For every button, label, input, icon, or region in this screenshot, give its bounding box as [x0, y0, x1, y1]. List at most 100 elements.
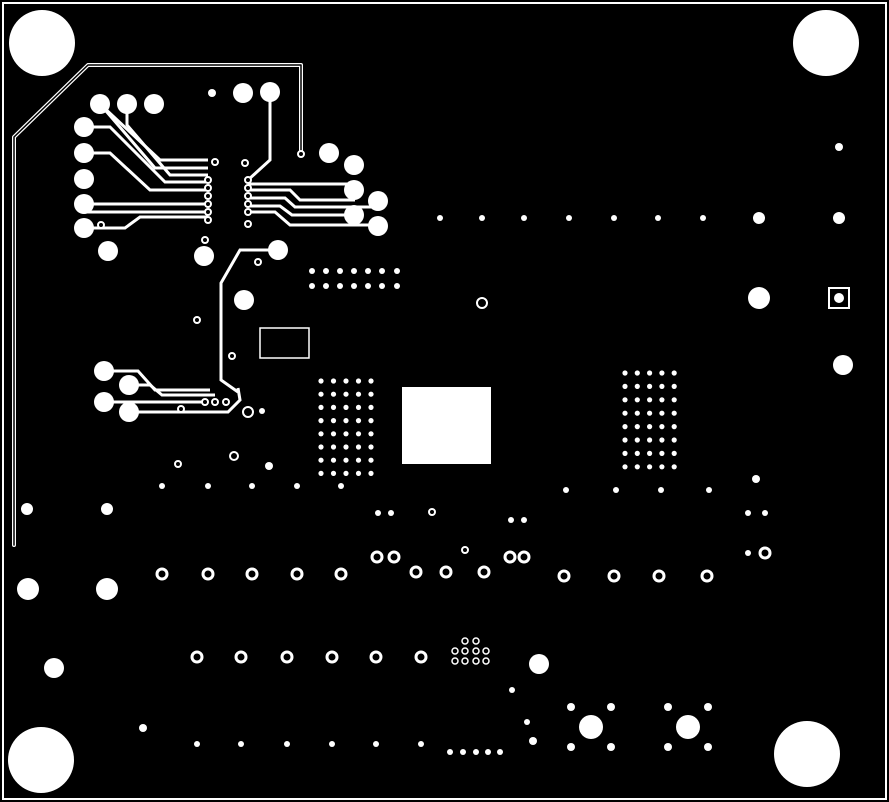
via	[330, 457, 337, 463]
via	[634, 370, 640, 376]
via	[355, 404, 362, 410]
via	[343, 404, 349, 410]
via-row-right	[437, 143, 853, 375]
via	[622, 410, 628, 416]
via	[355, 391, 362, 397]
lower-left-fanout	[94, 361, 273, 470]
via	[368, 404, 374, 410]
via	[659, 410, 665, 416]
via	[368, 418, 374, 424]
via	[318, 418, 324, 424]
mounting-hole-bottom-right	[774, 721, 840, 787]
via	[330, 444, 337, 450]
through-hole-row-2	[190, 650, 428, 664]
via	[647, 437, 653, 443]
via	[622, 464, 628, 470]
via	[671, 424, 677, 430]
traces	[12, 63, 303, 547]
via	[330, 418, 337, 424]
via	[647, 450, 653, 456]
via	[622, 370, 628, 376]
component-outline	[259, 327, 310, 359]
via	[647, 464, 653, 470]
via	[368, 431, 374, 437]
via	[671, 437, 677, 443]
via	[355, 457, 362, 463]
via	[343, 444, 349, 450]
via	[647, 397, 653, 403]
via-grid-left	[318, 378, 374, 476]
via	[343, 457, 349, 463]
via	[659, 464, 665, 470]
via	[647, 370, 653, 376]
via-ring	[476, 297, 488, 309]
via	[659, 437, 665, 443]
via	[671, 397, 677, 403]
via	[634, 383, 640, 389]
via	[634, 437, 640, 443]
via	[622, 397, 628, 403]
via	[368, 378, 374, 384]
via	[330, 404, 337, 410]
via	[634, 424, 640, 430]
trace-left-edge	[12, 63, 303, 547]
via	[634, 450, 640, 456]
via-rings-mid	[428, 508, 469, 554]
bottom-pads	[44, 654, 712, 755]
via	[647, 383, 653, 389]
via	[622, 450, 628, 456]
upper-left-fanout	[74, 82, 388, 394]
via	[671, 410, 677, 416]
via	[622, 424, 628, 430]
via	[368, 391, 374, 397]
via	[355, 444, 362, 450]
via	[355, 418, 362, 424]
via	[330, 431, 337, 437]
via	[355, 378, 362, 384]
via-grid-right	[622, 370, 677, 470]
square-pad	[828, 287, 850, 309]
via	[343, 378, 349, 384]
mounting-hole-top-left	[9, 10, 75, 76]
via	[368, 470, 374, 476]
via	[318, 378, 324, 384]
via	[343, 418, 349, 424]
via	[368, 457, 374, 463]
via	[622, 437, 628, 443]
via	[355, 431, 362, 437]
mounting-holes	[8, 10, 859, 793]
via-row-mid	[17, 475, 768, 600]
via	[671, 450, 677, 456]
via	[318, 444, 324, 450]
via-cluster	[451, 637, 490, 665]
via	[671, 383, 677, 389]
via	[647, 424, 653, 430]
via	[318, 431, 324, 437]
via	[368, 444, 374, 450]
via	[330, 378, 337, 384]
via	[634, 410, 640, 416]
via	[634, 397, 640, 403]
via	[671, 370, 677, 376]
through-hole-row-1	[155, 546, 772, 583]
via	[330, 391, 337, 397]
via	[318, 391, 324, 397]
via	[355, 470, 362, 476]
via	[659, 397, 665, 403]
via	[659, 383, 665, 389]
via	[659, 370, 665, 376]
via	[647, 410, 653, 416]
via	[318, 404, 324, 410]
via-array-top	[309, 268, 400, 289]
via	[318, 470, 324, 476]
via	[622, 383, 628, 389]
via	[634, 464, 640, 470]
via	[659, 450, 665, 456]
via	[343, 470, 349, 476]
thermal-pad	[402, 387, 491, 464]
via	[671, 464, 677, 470]
mounting-hole-bottom-left	[8, 727, 74, 793]
via	[343, 431, 349, 437]
